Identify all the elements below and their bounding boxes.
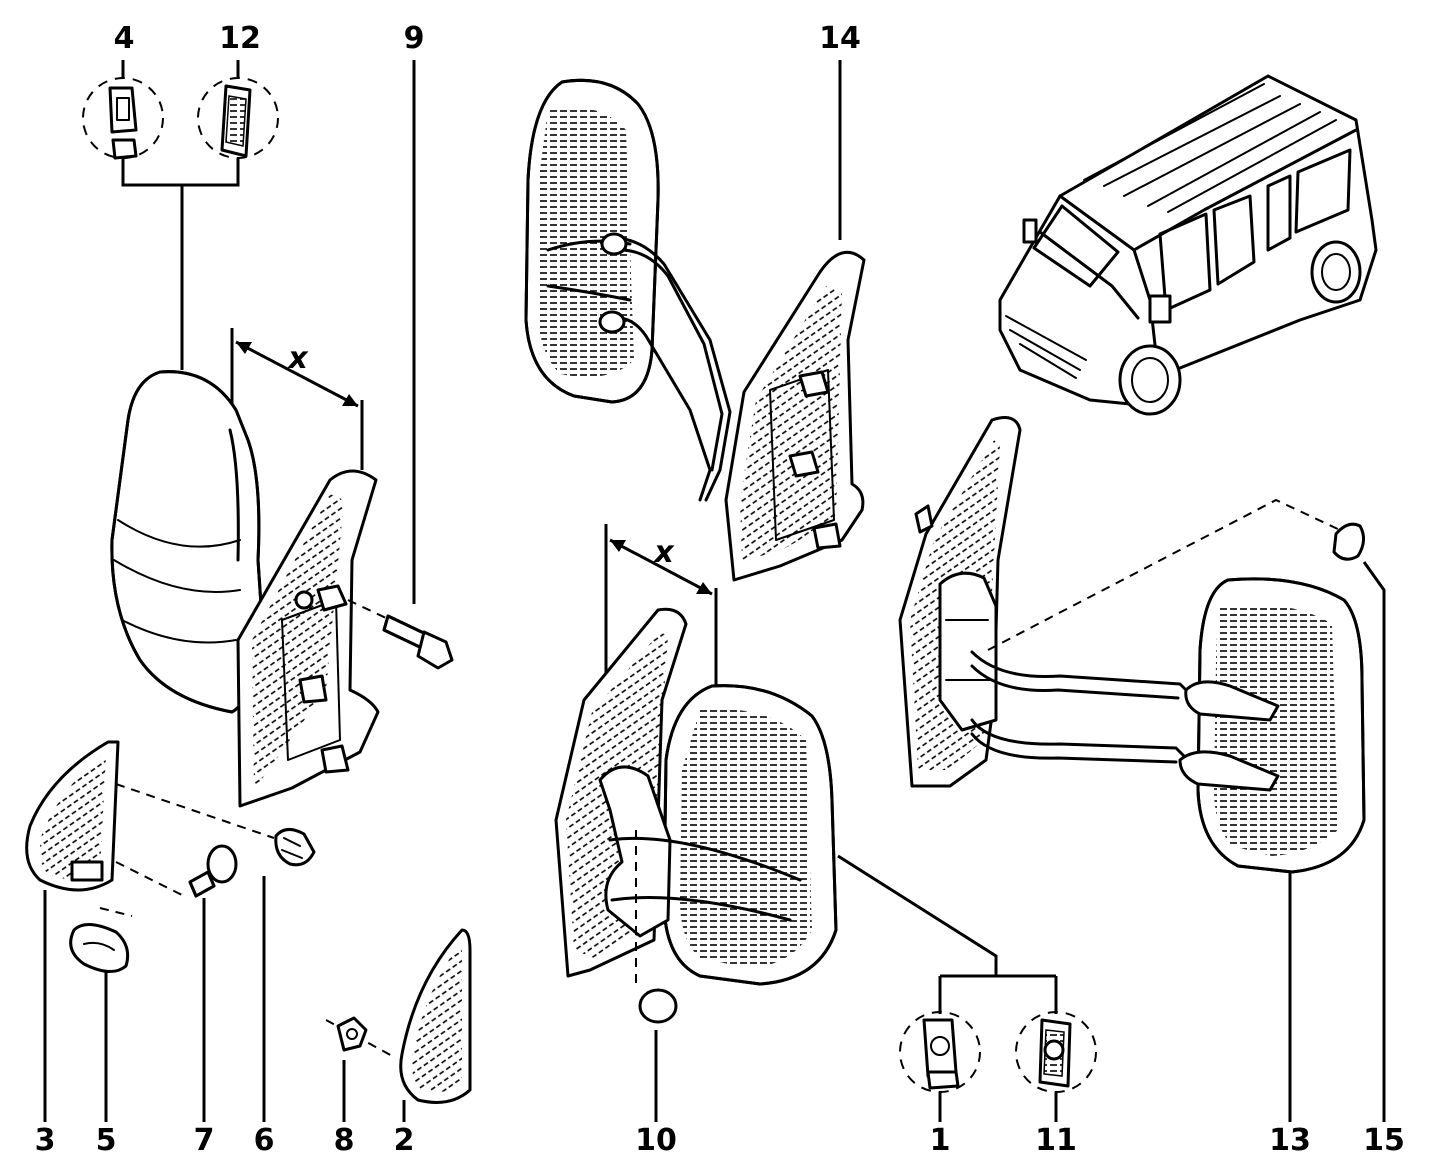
- callout-4: 4: [114, 21, 135, 56]
- glass-inset-1: [899, 1011, 981, 1093]
- callout-9: 9: [404, 21, 425, 56]
- callout-3: 3: [35, 1123, 56, 1158]
- callout-10: 10: [635, 1123, 677, 1158]
- callout-6: 6: [254, 1123, 275, 1158]
- callout-11: 11: [1035, 1123, 1077, 1158]
- callout-13: 13: [1269, 1123, 1311, 1158]
- cover-2: [399, 928, 472, 1122]
- callout-1: 1: [930, 1123, 951, 1158]
- leader-4-12: [121, 60, 240, 370]
- left-mirror-assembly: [110, 328, 380, 808]
- callout-12: 12: [219, 21, 261, 56]
- callout-5: 5: [96, 1123, 117, 1158]
- glass-inset-12: [197, 77, 279, 159]
- right-long-mirror: [898, 416, 1386, 1122]
- dimension-x-center: x: [652, 535, 675, 570]
- dimension-x-left: x: [286, 341, 309, 376]
- callout-15: 15: [1363, 1123, 1405, 1158]
- callout-8: 8: [334, 1123, 355, 1158]
- long-arm-mirror-14: [524, 60, 866, 582]
- glass-inset-11: [1015, 1011, 1097, 1093]
- glass-inset-4: [82, 77, 164, 160]
- center-mirror-assembly: [554, 524, 998, 1122]
- callout-14: 14: [819, 21, 861, 56]
- callout-7: 7: [194, 1123, 215, 1158]
- cap-5: [69, 907, 133, 1122]
- van-illustration: [998, 74, 1378, 416]
- screw-7: [115, 844, 238, 1122]
- nut-8: [325, 1016, 397, 1122]
- clip-6: [115, 783, 316, 1122]
- leader-1-11: [938, 974, 1058, 1122]
- callout-2: 2: [394, 1123, 415, 1158]
- bolt-9: [347, 60, 454, 670]
- cover-3: [25, 740, 120, 1122]
